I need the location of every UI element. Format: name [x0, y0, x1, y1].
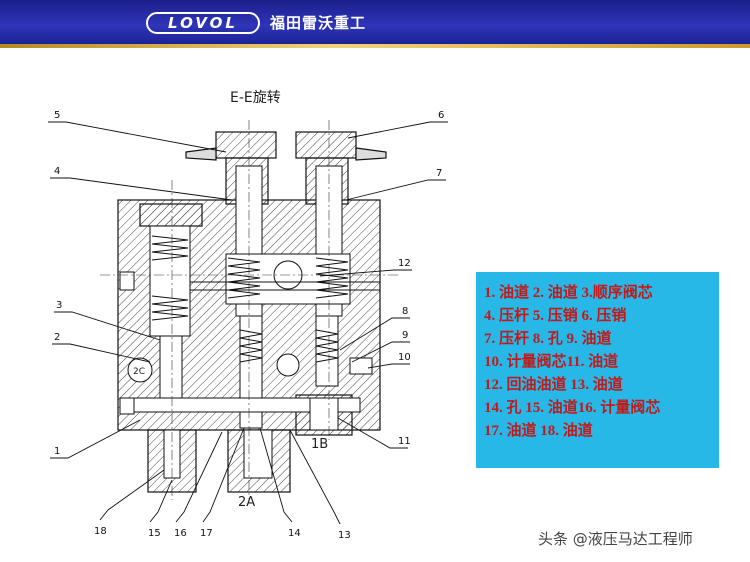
legend-line: 10. 计量阀芯11. 油道 — [484, 354, 619, 370]
callout-12: 12 — [398, 258, 411, 269]
legend-line: 17. 油道 18. 油道 — [484, 423, 593, 439]
legend-line: 14. 孔 15. 油道16. 计量阀芯 — [484, 400, 661, 416]
port-1b-label: 1B — [311, 437, 328, 452]
legend-line: 4. 压杆 5. 压销 6. 压销 — [484, 308, 627, 324]
callout-17: 17 — [200, 528, 213, 539]
callout-5: 5 — [54, 110, 60, 121]
callout-13: 13 — [338, 530, 351, 541]
callout-1: 1 — [54, 446, 60, 457]
header-gold-stripe — [0, 44, 750, 48]
centre-lines — [100, 120, 400, 500]
callout-9: 9 — [402, 330, 408, 341]
legend-line: 1. 油道 2. 油道 3.顺序阀芯 — [484, 285, 653, 301]
callout-8: 8 — [402, 306, 408, 317]
callout-14: 14 — [288, 528, 301, 539]
callout-numbers: 5 6 4 7 12 3 2 8 9 10 1 11 18 15 16 17 1… — [54, 110, 444, 541]
callout-3: 3 — [56, 300, 62, 311]
port-2a-label: 2A — [238, 495, 255, 510]
callout-11: 11 — [398, 436, 411, 447]
parts-legend: 1. 油道 2. 油道 3.顺序阀芯 4. 压杆 5. 压销 6. 压销 7. … — [476, 272, 719, 468]
callout-16: 16 — [174, 528, 187, 539]
callout-4: 4 — [54, 166, 60, 177]
callout-2: 2 — [54, 332, 60, 343]
callout-18: 18 — [94, 526, 107, 537]
callout-7: 7 — [436, 168, 442, 179]
valve-section-drawing: E-E旋转 — [48, 90, 448, 541]
legend-line: 7. 压杆 8. 孔 9. 油道 — [484, 331, 612, 347]
company-name: 福田雷沃重工 — [270, 14, 367, 32]
port-2c-label: 2C — [133, 367, 145, 377]
callout-6: 6 — [438, 110, 444, 121]
watermark: 头条 @液压马达工程师 — [538, 530, 693, 548]
callout-10: 10 — [398, 352, 411, 363]
logo-mark: LOVOL — [146, 12, 260, 34]
company-logo: LOVOL 福田雷沃重工 — [146, 12, 446, 36]
section-title: E-E旋转 — [230, 90, 281, 106]
springs — [151, 235, 349, 363]
header-bar: LOVOL 福田雷沃重工 — [0, 0, 750, 46]
leader-lines — [48, 121, 448, 525]
callout-15: 15 — [148, 528, 161, 539]
legend-line: 12. 回油油道 13. 油道 — [484, 377, 623, 393]
